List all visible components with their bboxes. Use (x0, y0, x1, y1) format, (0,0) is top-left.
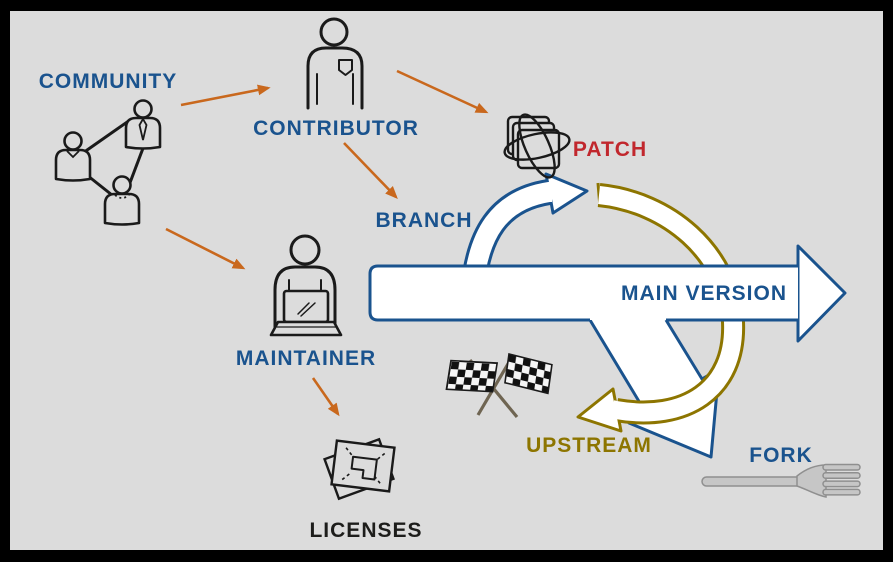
maintainer-laptop-icon (269, 234, 343, 337)
arrow-maintainer-to-licenses (311, 377, 340, 417)
contributor-person-icon (306, 17, 364, 110)
arrow-contributor-to-patch (396, 69, 489, 114)
patch-stack-icon (503, 113, 571, 179)
community-network-icon (54, 99, 162, 226)
licenses-papers-icon (323, 437, 396, 501)
branch-label: BRANCH (375, 209, 473, 232)
community-label: COMMUNITY (38, 70, 178, 93)
patch-label: PATCH (572, 138, 648, 161)
arrow-community-to-contributor (180, 84, 271, 107)
main-version-label: MAIN VERSION (620, 282, 788, 305)
contributor-label: CONTRIBUTOR (253, 117, 419, 140)
upstream-label: UPSTREAM (526, 434, 652, 457)
fork-label: FORK (749, 444, 813, 467)
upstream-curve-arrow (576, 182, 746, 433)
arrow-contributor-to-branch (343, 142, 398, 199)
orange-flow-arrows (165, 69, 489, 417)
checkered-flags-icon (445, 353, 553, 419)
arrow-community-to-maintainer (165, 227, 246, 270)
fork-cutlery-icon (701, 463, 861, 498)
main-version-arrow (368, 244, 847, 343)
maintainer-label: MAINTAINER (235, 347, 377, 370)
licenses-label: LICENSES (309, 519, 423, 542)
